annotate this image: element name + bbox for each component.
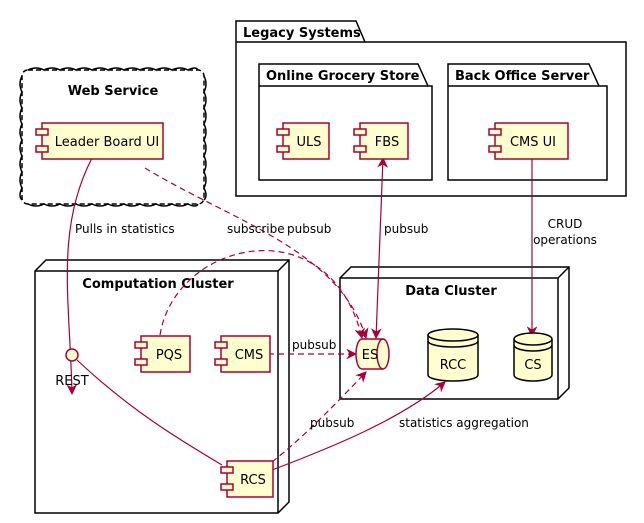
edge-label-statistics-aggregation: statistics aggregation xyxy=(399,416,529,430)
fbs-label: FBS xyxy=(375,135,399,150)
rcc-label: RCC xyxy=(440,358,467,373)
computation-cluster-label: Computation Cluster xyxy=(82,277,234,292)
edge-label-pubsub-rcs: pubsub xyxy=(310,416,354,430)
edge-leaderboard-to-es xyxy=(144,167,369,340)
uls-component[interactable]: ULS xyxy=(276,122,330,160)
rcs-component[interactable]: RCS xyxy=(220,460,274,498)
online-grocery-store-package: Online Grocery Store xyxy=(258,63,433,181)
data-cluster-label: Data Cluster xyxy=(405,284,497,299)
rest-label: REST xyxy=(55,374,88,389)
fbs-component[interactable]: FBS xyxy=(353,122,409,160)
es-label: ES xyxy=(362,348,378,363)
computation-cluster-node: Computation Cluster xyxy=(34,259,290,514)
cs-label: CS xyxy=(524,358,541,373)
rcs-label: RCS xyxy=(240,473,266,488)
legacy-systems-label: Legacy Systems xyxy=(243,26,361,41)
edge-label-pubsub-cms: pubsub xyxy=(292,338,336,352)
cms-ui-component[interactable]: CMS UI xyxy=(488,122,569,160)
pqs-label: PQS xyxy=(156,348,182,363)
edge-label-crud: CRUD xyxy=(548,217,583,231)
cms-label: CMS xyxy=(235,348,264,363)
edge-rest-to-rcs xyxy=(76,359,223,466)
rest-interface[interactable]: REST xyxy=(55,348,89,389)
cs-database[interactable]: CS xyxy=(513,332,553,382)
edge-label-pulls-in-statistics: Pulls in statistics xyxy=(75,222,175,236)
rcc-database[interactable]: RCC xyxy=(427,328,479,382)
back-office-server-label: Back Office Server xyxy=(455,69,590,84)
cms-ui-label: CMS UI xyxy=(510,135,556,150)
edge-rcs-to-rcc xyxy=(271,381,446,471)
web-service-label: Web Service xyxy=(68,84,159,99)
edge-rcs-to-es xyxy=(271,371,367,463)
leader-board-ui-component[interactable]: Leader Board UI xyxy=(35,122,164,160)
edge-label-subscribe: subscribe xyxy=(227,222,285,236)
edge-pqs-to-es xyxy=(159,250,365,340)
es-queue[interactable]: ES xyxy=(355,338,390,370)
edge-label-pubsub-fbs: pubsub xyxy=(384,222,428,236)
cms-component[interactable]: CMS xyxy=(214,335,271,373)
edge-fbs-to-es xyxy=(370,156,389,340)
uls-label: ULS xyxy=(296,135,321,150)
back-office-server-package: Back Office Server xyxy=(447,63,608,181)
edge-label-pubsub-leader: pubsub xyxy=(287,222,331,236)
leader-board-ui-label: Leader Board UI xyxy=(55,135,159,150)
online-grocery-store-label: Online Grocery Store xyxy=(266,69,420,84)
edge-label-operations: operations xyxy=(533,233,597,247)
pqs-component[interactable]: PQS xyxy=(134,335,191,373)
